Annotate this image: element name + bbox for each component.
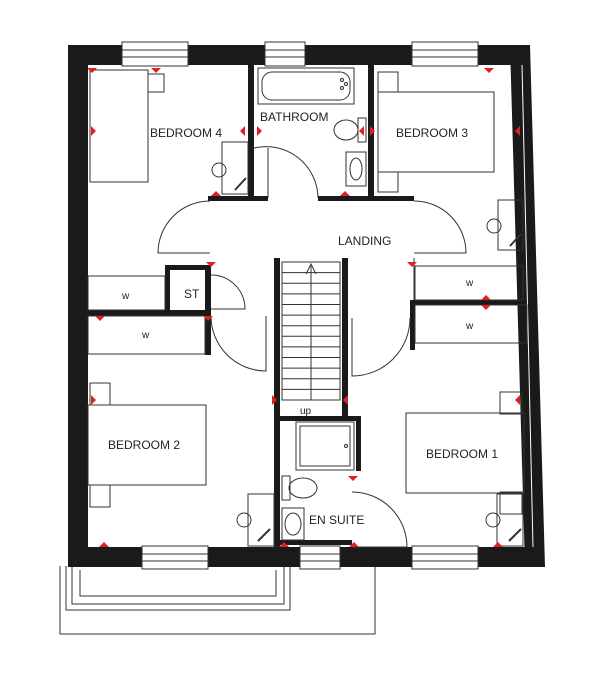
room-label-bedroom4: BEDROOM 4 [150,126,222,140]
door-bedroom3 [413,200,467,254]
window-bedroom3 [411,41,479,67]
electrical-point-marker [206,262,216,267]
room-label-bedroom1: BEDROOM 1 [426,447,498,461]
electrical-point-marker [240,126,245,136]
en-suite [281,421,408,548]
basin-bathroom [345,151,367,187]
electrical-point-marker [151,68,161,73]
electrical-point-marker [349,542,359,547]
wardrobe-bedroom3 [414,265,524,301]
door-bedroom1 [351,317,411,377]
window-bathroom [264,41,306,67]
electrical-point-marker [87,68,97,73]
electrical-point-marker [343,395,348,405]
electrical-point-marker [484,68,494,73]
bathtub [257,67,355,105]
electrical-point-marker [203,316,213,321]
electrical-point-marker [91,126,96,136]
wardrobes [87,265,528,355]
electrical-point-marker [359,126,364,136]
electrical-point-marker [370,126,375,136]
bedroom-2 [87,382,275,547]
bathroom [253,67,367,199]
wardrobe-label-1: w [121,291,130,302]
window-bedroom2 [141,545,209,570]
basin-en-suite [281,507,305,541]
staircase [281,261,341,401]
window-bedroom4 [121,41,189,67]
bedroom-1 [405,391,525,547]
electrical-point-marker [257,126,262,136]
electrical-point-marker [99,542,109,547]
desk-bedroom4 [221,141,249,195]
door-bedroom2 [210,315,267,372]
bed-bedroom2 [87,404,207,486]
balcony [59,566,376,635]
bedroom-4 [89,69,249,195]
desk-bedroom1 [496,493,524,547]
desk-bedroom3 [497,199,524,251]
stair-direction-arrow [305,262,317,400]
room-label-en-suite: EN SUITE [309,513,364,527]
electrical-point-marker [279,542,289,547]
electrical-point-marker [481,295,491,300]
bed-bedroom3 [377,91,495,173]
electrical-point-marker [95,316,105,321]
toilet-bathroom [357,117,367,143]
shower [295,421,355,471]
wardrobe-bedroom2 [87,315,206,355]
wardrobe-bedroom1 [414,304,528,344]
bedroom-3 [377,71,524,251]
interior-walls [88,65,527,550]
room-label-store: ST [184,287,200,301]
electrical-point-marker [340,191,350,196]
electrical-point-marker [91,395,96,405]
wardrobe-label-2: w [141,330,150,341]
window-bedroom1 [411,545,479,570]
wardrobe-label-4: w [465,321,474,332]
door-bedroom4 [157,200,211,254]
bed-bedroom1 [405,412,525,494]
desk-bedroom2 [247,493,275,547]
electrical-point-marker [493,542,503,547]
electrical-point-marker [515,126,520,136]
position-markers [87,68,520,547]
room-label-bathroom: BATHROOM [260,110,328,124]
stairs-up-label: up [300,406,312,417]
window-en-suite [299,545,341,570]
door-en-suite [351,491,408,548]
room-label-landing: LANDING [338,234,391,248]
wardrobe-label-3: w [465,278,474,289]
toilet-en-suite [281,475,291,501]
windows [121,41,479,570]
electrical-point-marker [348,476,358,481]
bed-bedroom4 [89,69,149,183]
door-store [210,274,246,310]
electrical-point-marker [481,305,491,310]
room-label-bedroom3: BEDROOM 3 [396,126,468,140]
electrical-point-marker [272,395,277,405]
electrical-point-marker [211,191,221,196]
electrical-point-marker [515,395,520,405]
room-label-bedroom2: BEDROOM 2 [108,438,180,452]
wardrobe-bedroom4 [87,275,166,311]
electrical-point-marker [407,262,417,267]
landing-doors [157,200,467,377]
